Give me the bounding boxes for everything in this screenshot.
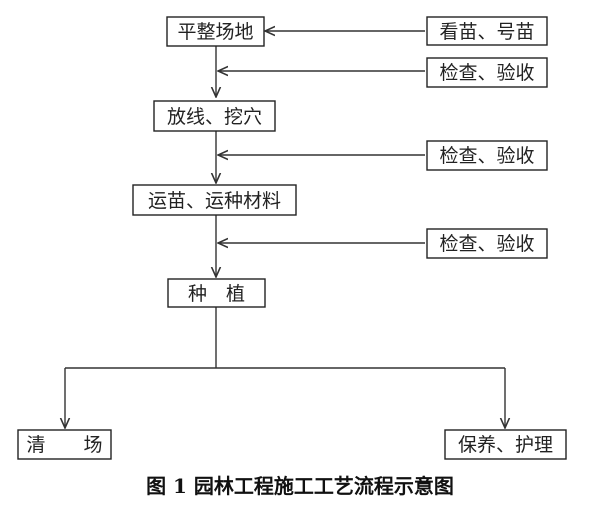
node-planting: 种 植: [167, 278, 266, 308]
node-cleanup-label: 清 场: [26, 434, 102, 456]
figure-title: 园林工程施工工艺流程示意图: [193, 474, 454, 498]
node-check-accept-1: 检查、验收: [426, 57, 548, 88]
node-transport-label: 运苗、运种材料: [148, 190, 281, 212]
node-layout-dig-label: 放线、挖穴: [167, 106, 262, 128]
node-maintenance: 保养、护理: [444, 429, 567, 460]
node-inspect-seedlings: 看苗、号苗: [426, 16, 548, 46]
node-level-site-label: 平整场地: [177, 21, 253, 43]
node-check-accept-3: 检查、验收: [426, 228, 548, 259]
nodes: 平整场地 放线、挖穴 运苗、运种材料 种 植 清 场 保养、护理 看苗、号苗: [17, 16, 567, 460]
node-cleanup: 清 场: [17, 429, 112, 460]
node-check-accept-2-label: 检查、验收: [439, 145, 534, 167]
node-transport: 运苗、运种材料: [132, 184, 297, 216]
node-maintenance-label: 保养、护理: [458, 434, 553, 456]
node-inspect-seedlings-label: 看苗、号苗: [439, 21, 534, 43]
node-check-accept-2: 检查、验收: [426, 140, 548, 171]
figure-number: 图 1: [146, 474, 187, 498]
figure-caption: 图 1 园林工程施工工艺流程示意图: [0, 470, 600, 499]
node-layout-dig: 放线、挖穴: [153, 100, 276, 132]
edges: [65, 31, 505, 428]
node-check-accept-3-label: 检查、验收: [439, 233, 534, 255]
node-level-site: 平整场地: [166, 16, 265, 47]
node-check-accept-1-label: 检查、验收: [439, 62, 534, 84]
node-planting-label: 种 植: [188, 283, 245, 305]
